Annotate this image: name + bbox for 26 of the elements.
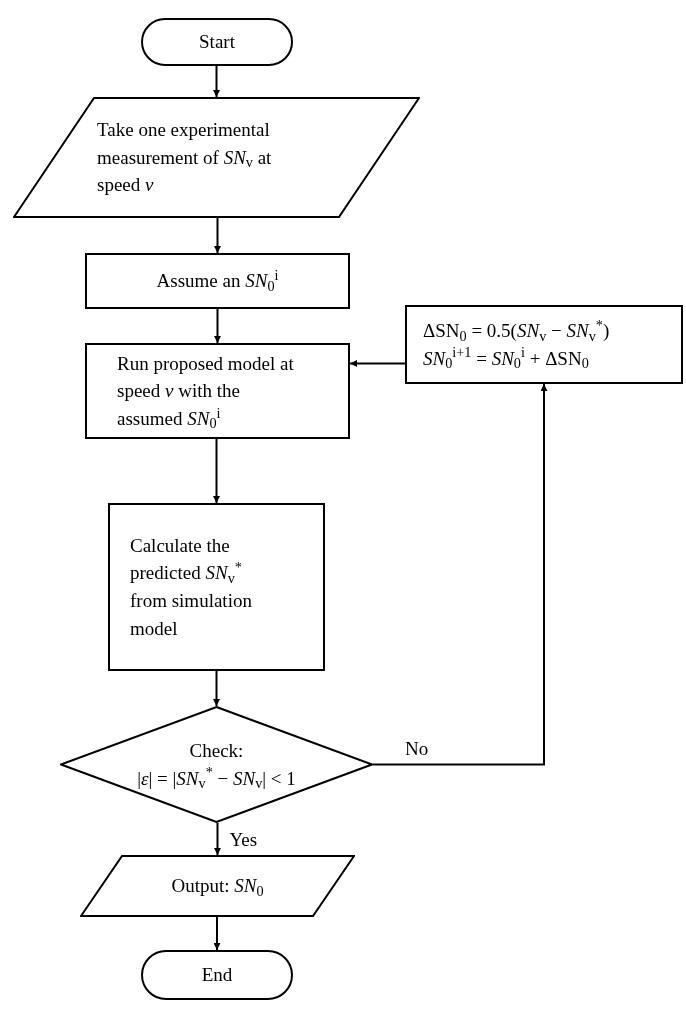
node-text: Output: SN$_{0}$ <box>171 874 264 900</box>
node-text: |ε| = |SN$_{v}$$^{*}$ − SN$_{v}$| < 1 <box>137 764 296 793</box>
arrow <box>213 916 221 951</box>
arrow <box>213 438 220 504</box>
start-terminal <box>141 18 293 66</box>
arrow <box>214 822 221 856</box>
process-box <box>405 305 683 384</box>
decision-diamond <box>60 706 373 823</box>
process-box <box>108 503 325 671</box>
arrow <box>213 65 220 98</box>
input-parallelogram <box>13 97 420 218</box>
process-box <box>85 253 350 309</box>
arrow <box>349 360 406 367</box>
node-text: End <box>201 963 233 988</box>
process-box <box>85 343 350 439</box>
arrow <box>214 217 221 254</box>
output-parallelogram <box>80 855 355 917</box>
node-text: ΔSN$_{0}$ = 0.5(SN$_{v}$ − SN$_{v}$$^{*}$) <box>423 316 610 345</box>
node-text: Start <box>199 30 235 55</box>
node-text: Take one experimental measurement of SN$_{v}$ at speed v <box>97 118 273 198</box>
node-text: SN$_{0}$$^{i+1}$ = SN$_{0}$$^{i}$ + ΔSN$_{0}$ <box>423 344 589 373</box>
arrow <box>372 383 548 766</box>
node-text: Check: <box>189 738 244 763</box>
arrow <box>214 308 221 344</box>
end-terminal <box>141 950 293 1000</box>
arrow <box>213 670 220 707</box>
